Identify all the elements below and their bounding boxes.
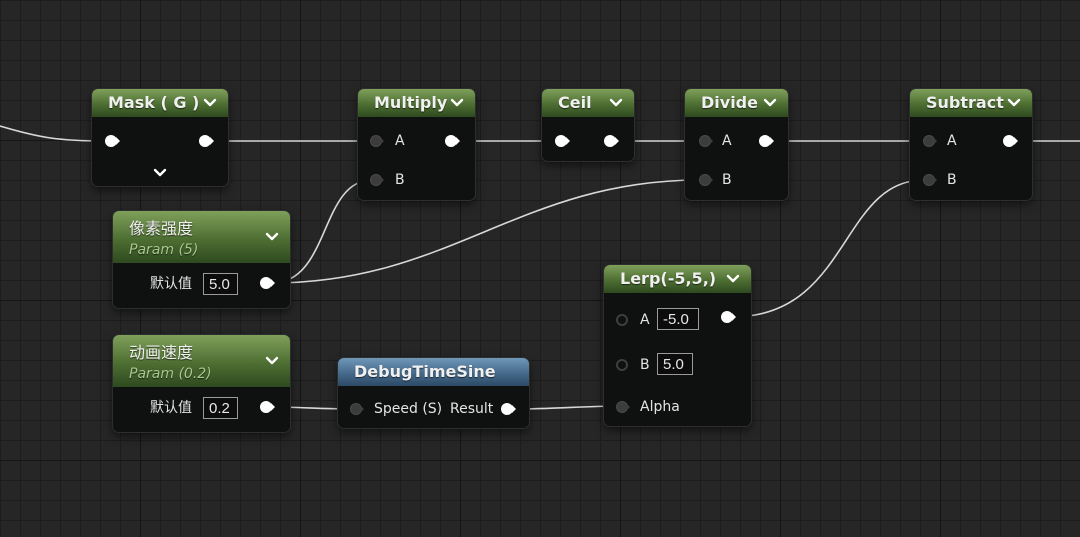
debug-time-sine-header[interactable]: DebugTimeSine bbox=[338, 358, 529, 386]
multiply-output-pin[interactable] bbox=[444, 134, 460, 148]
pixel-strength-output-pin[interactable] bbox=[259, 276, 275, 290]
chevron-down-icon[interactable] bbox=[262, 227, 282, 247]
mask-output-pin[interactable] bbox=[198, 134, 214, 148]
divide-output-pin[interactable] bbox=[758, 134, 774, 148]
chevron-down-icon[interactable] bbox=[1004, 93, 1024, 113]
lerp-alpha-label: Alpha bbox=[640, 399, 680, 415]
chevron-down-icon[interactable] bbox=[606, 93, 626, 113]
pixel-strength-node-header[interactable]: 像素强度 Param (5) bbox=[113, 211, 290, 263]
multiply-b-label: B bbox=[395, 172, 405, 188]
subtract-b-pin[interactable] bbox=[922, 173, 938, 187]
subtract-output-pin[interactable] bbox=[1002, 134, 1018, 148]
anim-speed-node-header[interactable]: 动画速度 Param (0.2) bbox=[113, 335, 290, 387]
divide-b-label: B bbox=[722, 172, 732, 188]
chevron-down-icon[interactable] bbox=[200, 93, 220, 113]
pixel-strength-default-value-field[interactable]: 5.0 bbox=[203, 273, 238, 295]
lerp-alpha-pin[interactable] bbox=[615, 400, 631, 414]
divide-node[interactable]: Divide A B bbox=[685, 89, 788, 200]
pixel-strength-title: 像素强度 bbox=[129, 219, 194, 238]
expand-chevron-icon[interactable] bbox=[152, 167, 168, 179]
lerp-node[interactable]: Lerp(-5,5,) A -5.0 B 5.0 Alpha bbox=[604, 265, 751, 426]
anim-speed-default-value-field[interactable]: 0.2 bbox=[203, 397, 238, 419]
chevron-down-icon[interactable] bbox=[760, 93, 780, 113]
lerp-node-title: Lerp(-5,5,) bbox=[620, 269, 717, 288]
chevron-down-icon[interactable] bbox=[447, 93, 467, 113]
anim-speed-output-pin[interactable] bbox=[259, 400, 275, 414]
subtract-node-header[interactable]: Subtract bbox=[910, 89, 1032, 117]
mask-input-pin[interactable] bbox=[104, 134, 120, 148]
lerp-a-label: A bbox=[640, 312, 650, 328]
anim-speed-title: 动画速度 bbox=[129, 343, 194, 362]
pixel-strength-default-label: 默认值 bbox=[150, 276, 192, 292]
anim-speed-default-label: 默认值 bbox=[150, 400, 192, 416]
debug-speed-input-pin[interactable] bbox=[349, 402, 365, 416]
multiply-b-pin[interactable] bbox=[369, 173, 385, 187]
debug-result-label: Result bbox=[450, 401, 494, 417]
subtract-a-label: A bbox=[947, 133, 957, 149]
multiply-node-title: Multiply bbox=[374, 93, 448, 112]
ceil-node[interactable]: Ceil bbox=[542, 89, 634, 161]
multiply-node[interactable]: Multiply A B bbox=[358, 89, 475, 200]
anim-speed-subtitle: Param (0.2) bbox=[129, 366, 212, 382]
divide-node-header[interactable]: Divide bbox=[685, 89, 788, 117]
debug-time-sine-node[interactable]: DebugTimeSine Speed (S) Result bbox=[338, 358, 529, 428]
ceil-output-pin[interactable] bbox=[603, 134, 619, 148]
ceil-node-title: Ceil bbox=[558, 93, 592, 112]
debug-time-sine-title: DebugTimeSine bbox=[354, 362, 496, 381]
lerp-b-value-field[interactable]: 5.0 bbox=[657, 353, 693, 375]
lerp-a-pin[interactable] bbox=[615, 313, 631, 327]
subtract-node[interactable]: Subtract A B bbox=[910, 89, 1032, 200]
pixel-strength-param-node[interactable]: 像素强度 Param (5) 默认值 5.0 bbox=[113, 211, 290, 308]
lerp-output-pin[interactable] bbox=[720, 310, 736, 324]
lerp-a-value-field[interactable]: -5.0 bbox=[657, 308, 699, 330]
mask-node[interactable]: Mask ( G ) bbox=[92, 89, 228, 186]
subtract-b-label: B bbox=[947, 172, 957, 188]
lerp-b-pin[interactable] bbox=[615, 358, 631, 372]
multiply-a-label: A bbox=[395, 133, 405, 149]
divide-node-title: Divide bbox=[701, 93, 758, 112]
debug-result-output-pin[interactable] bbox=[500, 402, 516, 416]
subtract-a-pin[interactable] bbox=[922, 134, 938, 148]
mask-node-title: Mask ( G ) bbox=[108, 93, 200, 112]
wire-lerp-to-subtract-b bbox=[731, 179, 925, 318]
mask-node-header[interactable]: Mask ( G ) bbox=[92, 89, 228, 117]
pixel-strength-subtitle: Param (5) bbox=[129, 242, 199, 258]
divide-b-pin[interactable] bbox=[698, 173, 714, 187]
lerp-b-label: B bbox=[640, 357, 650, 373]
chevron-down-icon[interactable] bbox=[723, 269, 743, 289]
anim-speed-param-node[interactable]: 动画速度 Param (0.2) 默认值 0.2 bbox=[113, 335, 290, 432]
wire-input-to-mask bbox=[0, 125, 107, 142]
subtract-node-title: Subtract bbox=[926, 93, 1004, 112]
lerp-node-header[interactable]: Lerp(-5,5,) bbox=[604, 265, 751, 293]
multiply-node-header[interactable]: Multiply bbox=[358, 89, 475, 117]
divide-a-pin[interactable] bbox=[698, 134, 714, 148]
multiply-a-pin[interactable] bbox=[369, 134, 385, 148]
ceil-node-header[interactable]: Ceil bbox=[542, 89, 634, 117]
divide-a-label: A bbox=[722, 133, 732, 149]
ceil-input-pin[interactable] bbox=[554, 134, 570, 148]
debug-speed-label: Speed (S) bbox=[374, 401, 443, 417]
chevron-down-icon[interactable] bbox=[262, 351, 282, 371]
